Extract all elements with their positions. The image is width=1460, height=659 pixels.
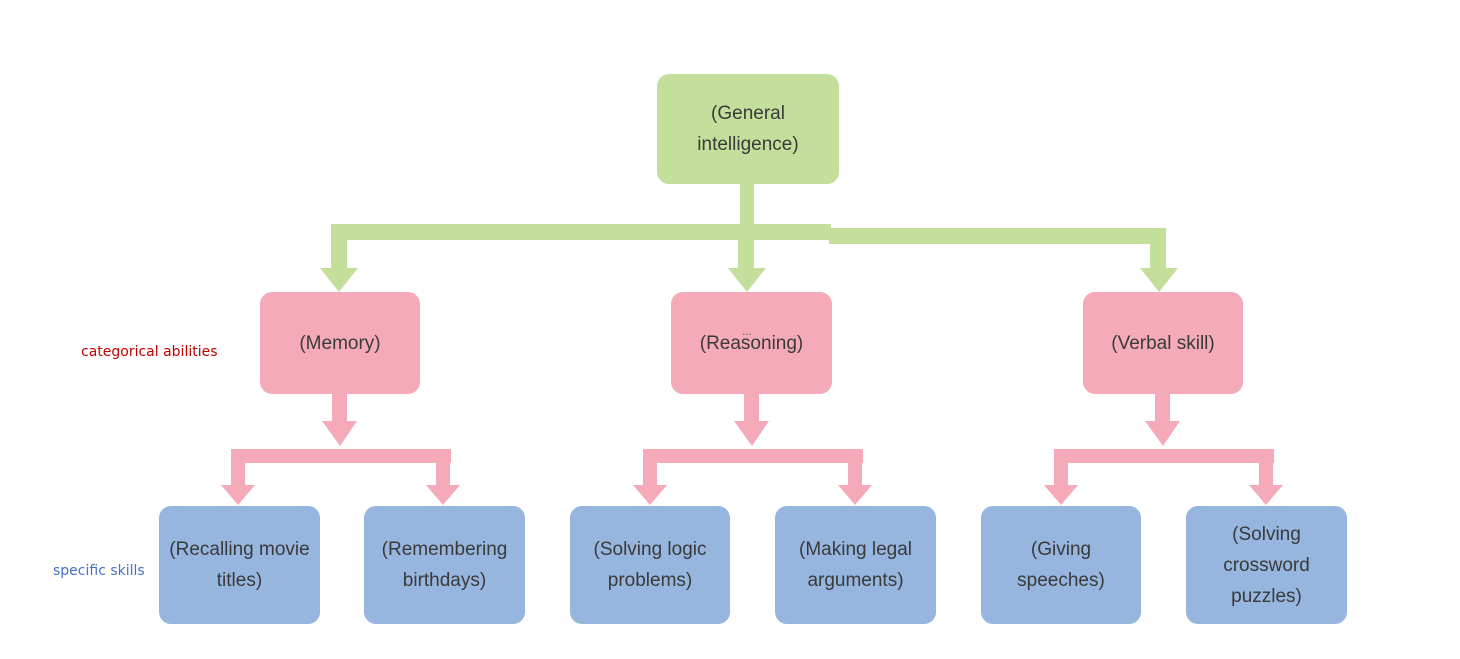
root-node-label: (General intelligence) [697, 103, 799, 155]
skill-node-giving-speeches: (Giving speeches) [981, 506, 1141, 624]
skill-label-line2: crossword puzzles) [1223, 554, 1310, 607]
skill-label-line1: (Recalling movie [169, 539, 310, 560]
skill-label-line1: (Remembering [381, 539, 508, 560]
skill-node-solving-logic-problems: (Solving logic problems) [570, 506, 730, 624]
root-connectors [320, 182, 1178, 292]
skill-label-line1: (Giving [1030, 539, 1092, 560]
skill-node-recalling-movie-titles: (Recalling movie titles) [159, 506, 320, 624]
category-node-reasoning: (Reasoning) [671, 292, 832, 394]
skill-label-line1: (Solving [1232, 523, 1301, 545]
skill-node-remembering-birthdays: (Remembering birthdays) [364, 506, 525, 624]
category-node-verbal-skill: (Verbal skill) [1083, 292, 1243, 394]
skill-label-line2: titles) [216, 570, 263, 591]
category-node-memory: (Memory) [260, 292, 420, 394]
category-label-reasoning: (Reasoning) [699, 332, 804, 354]
skill-label-line2: problems) [607, 570, 693, 591]
category-label-memory: (Memory) [299, 332, 381, 354]
category-label-verbal-skill: (Verbal skill) [1111, 332, 1215, 354]
skill-label-line1: (Making legal [799, 539, 912, 560]
specific-skills-label: specific skills [53, 563, 145, 579]
skill-label-line2: birthdays) [402, 570, 487, 591]
skill-node-making-legal-arguments: (Making legal arguments) [775, 506, 936, 624]
skill-label-line1: (Solving logic [593, 539, 707, 560]
reasoning-dots: ... [742, 324, 753, 338]
categorical-abilities-label: categorical abilities [81, 344, 218, 360]
root-node-general-intelligence: (General intelligence) [657, 74, 839, 184]
skill-node-solving-crossword-puzzles: (Solving crossword puzzles) [1186, 506, 1347, 624]
category-connectors [221, 393, 1283, 505]
skill-label-line2: speeches) [1017, 570, 1105, 591]
skill-label-line2: arguments) [807, 570, 904, 591]
